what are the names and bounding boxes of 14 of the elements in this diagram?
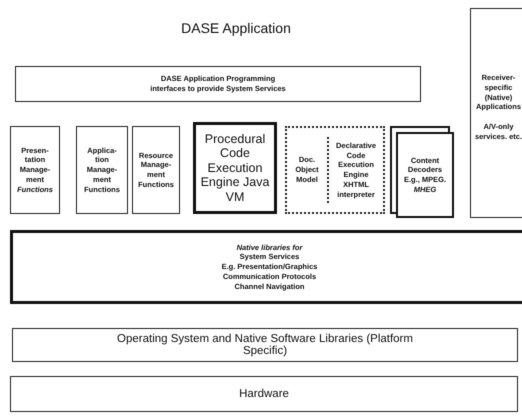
function-box [76,126,128,214]
platform-layer-box [12,328,518,362]
engine-box [193,122,277,214]
node-label: Hardware [239,388,289,400]
node-label: Operating System and Native Software Libraries (Platform Specific) [116,333,414,357]
function-box [10,126,60,214]
hardware-layer-box [10,376,518,412]
api-layer-box [15,66,421,102]
node-label: DASE Application [181,20,291,36]
node-label: Procedural Code Execution Engine Java VM [200,132,270,204]
application-box [470,8,522,218]
function-box [132,126,180,214]
engine-box [285,126,385,214]
library-layer-box [10,230,522,304]
